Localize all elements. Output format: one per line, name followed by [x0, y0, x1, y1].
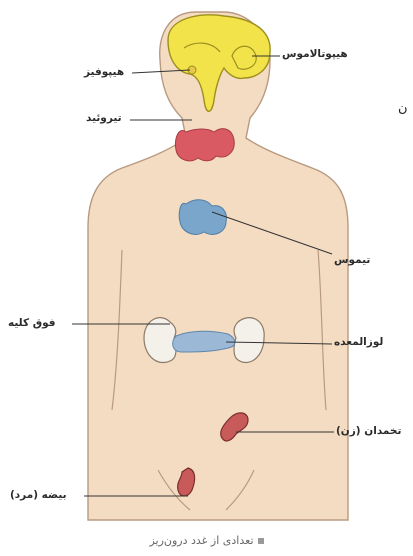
- caption-bullet: [258, 538, 264, 544]
- label-pituitary: هیپوفیز: [84, 66, 124, 78]
- label-ovary: تخمدان (زن): [336, 425, 401, 437]
- thyroid-gland: [175, 129, 234, 161]
- label-hypothalamus: هیپوتالاموس: [282, 48, 348, 60]
- caption-text: تعدادی از غدد درون‌ریز: [149, 534, 253, 547]
- label-adrenal: فوق کلیه: [8, 317, 56, 329]
- figure-caption: تعدادی از غدد درون‌ریز: [0, 534, 413, 547]
- label-testis: بیضه (مرد): [10, 489, 67, 501]
- label-thymus: تیموس: [334, 254, 370, 266]
- stray-text: ن: [398, 101, 408, 116]
- pancreas-gland: [173, 331, 235, 352]
- label-thyroid: تیروئید: [86, 112, 122, 124]
- label-pancreas: لوزالمعده: [334, 336, 383, 348]
- body-silhouette: [88, 12, 348, 520]
